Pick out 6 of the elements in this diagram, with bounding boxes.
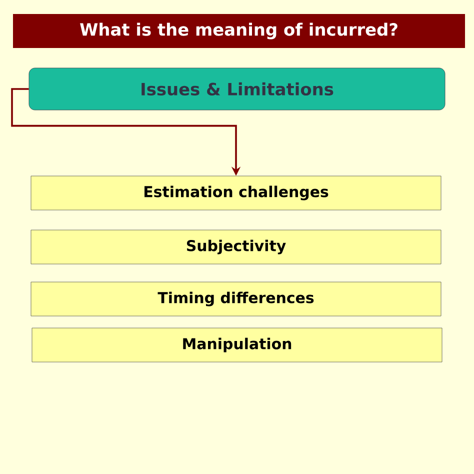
item-box: Timing differences: [30, 282, 442, 316]
heading-box: Issues & Limitations: [28, 68, 446, 110]
item-box: Estimation challenges: [30, 176, 442, 210]
item-box: Subjectivity: [30, 230, 442, 264]
title-banner: What is the meaning of incurred?: [13, 14, 466, 48]
item-box: Manipulation: [32, 328, 442, 362]
